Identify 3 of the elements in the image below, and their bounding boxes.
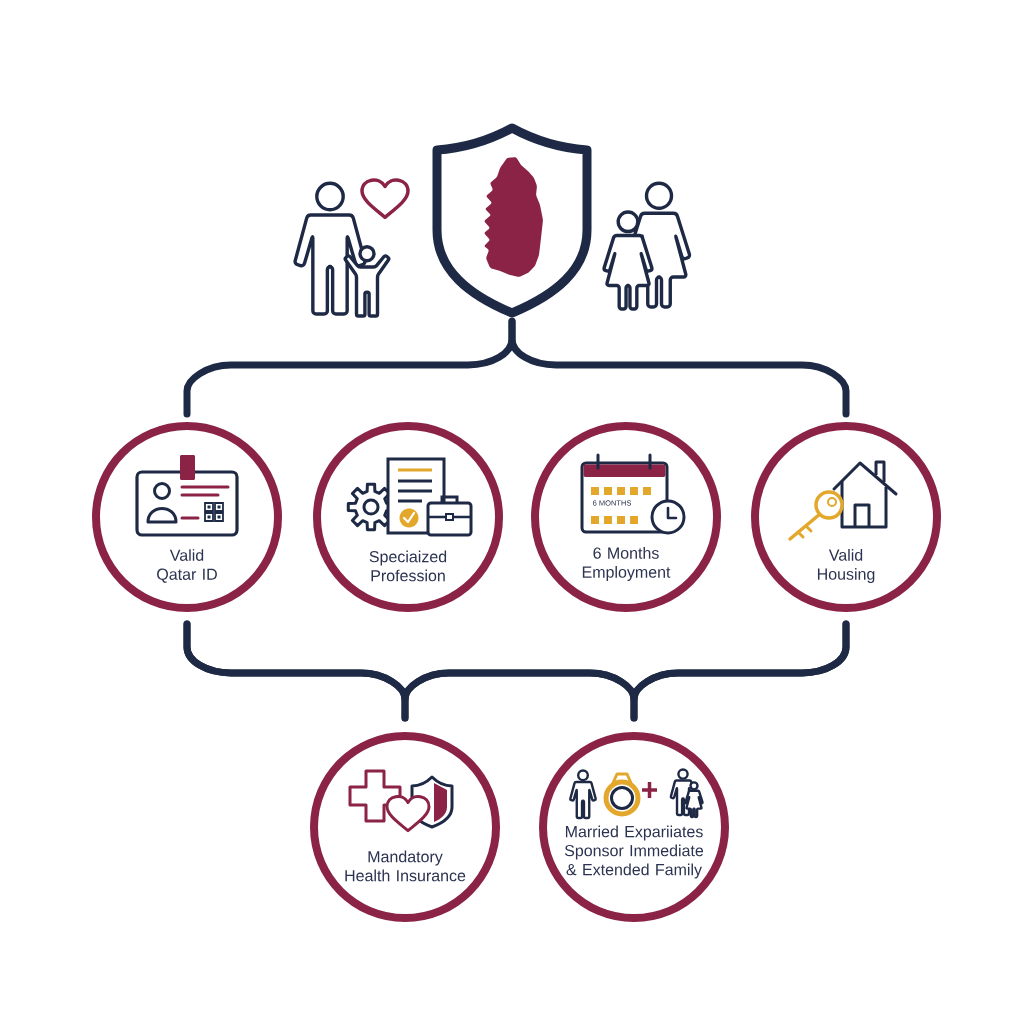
shield-with-map <box>432 123 592 318</box>
connector-line <box>630 620 850 722</box>
connector-line <box>508 317 850 418</box>
